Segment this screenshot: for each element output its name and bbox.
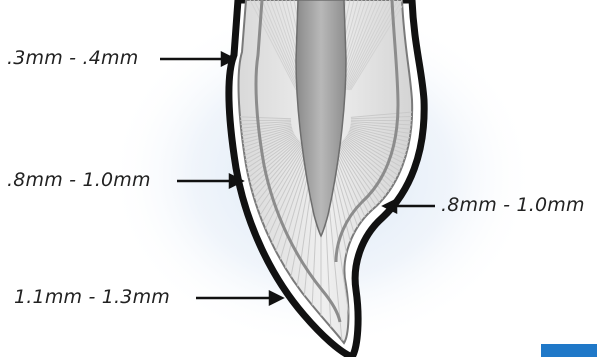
label-top-left: .3mm - .4mm	[7, 47, 138, 69]
label-bottom-left: 1.1mm - 1.3mm	[14, 286, 170, 308]
accent-tab	[541, 344, 597, 357]
label-mid-right: .8mm - 1.0mm	[441, 194, 585, 216]
label-mid-left: .8mm - 1.0mm	[7, 169, 151, 191]
